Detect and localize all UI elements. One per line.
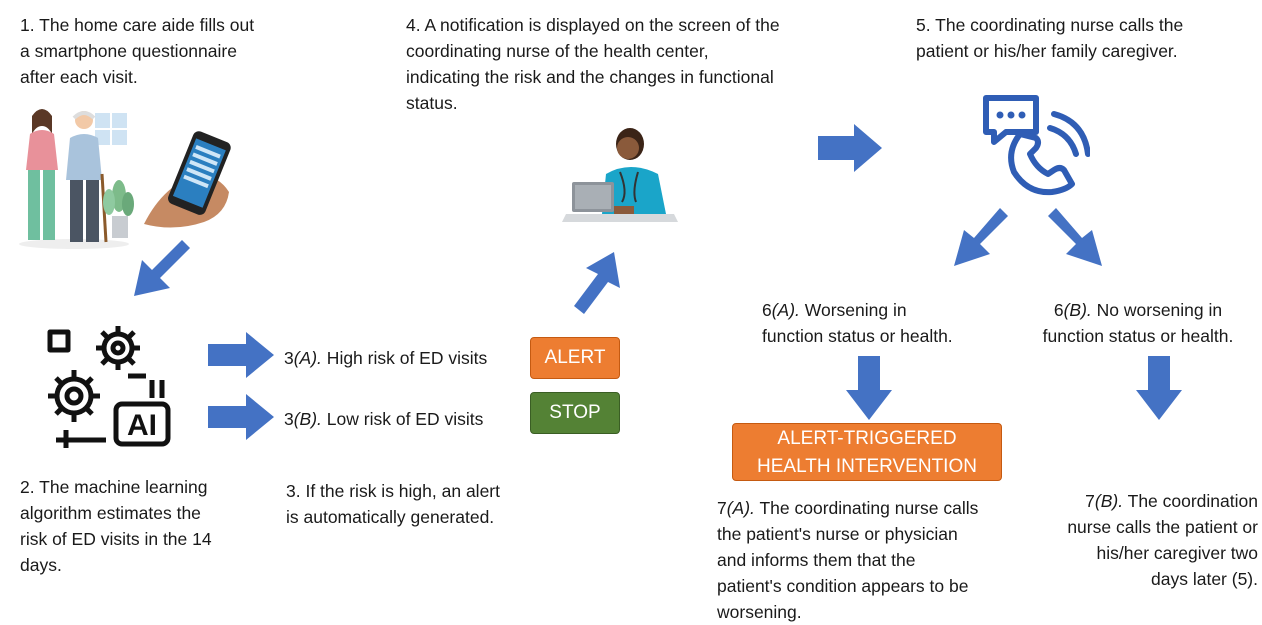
step-2-text: 2. The machine learning algorithm estima… bbox=[20, 477, 212, 575]
step-1-text: 1. The home care aide fills out a smartp… bbox=[20, 15, 255, 87]
step-7a-text: 7(A). The coordinating nurse calls the p… bbox=[717, 498, 979, 622]
arrow-to-3a bbox=[208, 332, 274, 378]
arrow-to-3b bbox=[208, 394, 274, 440]
phone-call-icon bbox=[983, 95, 1090, 196]
step-6b-text: 6(B). No worsening in function status or… bbox=[1042, 300, 1234, 346]
step-3b-text: 3(B). Low risk of ED visits bbox=[284, 409, 484, 429]
step-3a-text: 3(A). High risk of ED visits bbox=[284, 348, 488, 368]
step-4-text: 4. A notification is displayed on the sc… bbox=[406, 15, 780, 113]
arrow-call-to-6b bbox=[1048, 208, 1102, 266]
alert-badge: ALERT bbox=[530, 337, 620, 379]
arrow-nurse-to-call bbox=[818, 124, 882, 172]
arrow-alert-to-nurse bbox=[574, 252, 620, 314]
stop-badge: STOP bbox=[530, 392, 620, 434]
nurse-at-laptop-illustration bbox=[562, 128, 678, 222]
step-3-text: 3. If the risk is high, an alert is auto… bbox=[286, 481, 500, 527]
step-6a-text: 6(A). Worsening in function status or he… bbox=[762, 300, 953, 346]
caregiver-illustration bbox=[19, 109, 231, 249]
ai-logo-text: AI bbox=[127, 409, 157, 442]
ai-gears-icon: AI bbox=[47, 326, 171, 448]
arrow-call-to-6a bbox=[954, 208, 1008, 266]
step-7b-text: 7(B). The coordination nurse calls the p… bbox=[1067, 491, 1258, 589]
intervention-badge: ALERT-TRIGGERED HEALTH INTERVENTION bbox=[732, 423, 1002, 481]
arrow-6a-down bbox=[846, 356, 892, 420]
arrow-6b-down bbox=[1136, 356, 1182, 420]
arrow-step1-to-ai bbox=[134, 240, 190, 296]
step-5-text: 5. The coordinating nurse calls the pati… bbox=[916, 15, 1184, 61]
